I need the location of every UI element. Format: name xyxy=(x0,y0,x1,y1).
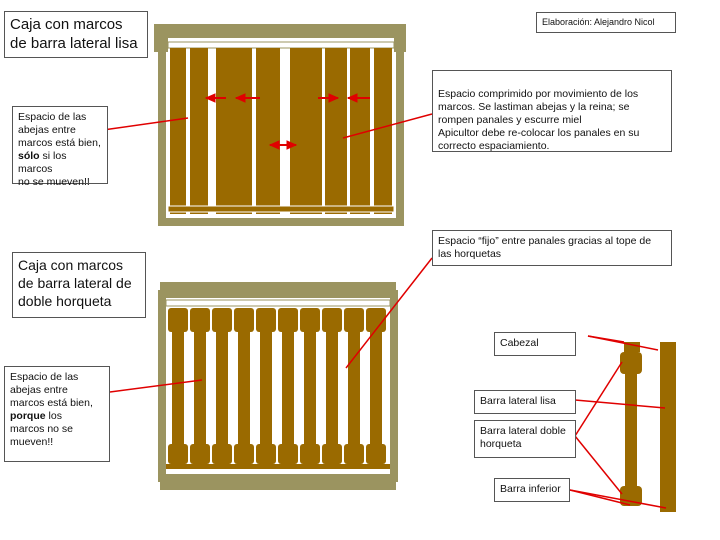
bottom-box xyxy=(158,282,398,490)
bottom-box-bottom-bar xyxy=(166,464,390,469)
fork-frame-10 xyxy=(366,308,386,464)
title-top-text: Caja con marcos de barra lateral lisa xyxy=(10,16,138,52)
top-box-frame-right xyxy=(396,36,404,224)
note-bottom-left-line-4: porque los xyxy=(10,410,104,423)
note-top-left-emph: sólo xyxy=(18,150,40,162)
note-top-left-after: si los marcos xyxy=(18,150,67,175)
credit: Elaboración: Alejandro Nicol xyxy=(536,12,676,33)
top-frame-3 xyxy=(216,48,252,214)
label-barra-lisa: Barra lateral lisa xyxy=(474,390,576,414)
label-cabezal: Cabezal xyxy=(494,332,576,356)
fork-frame-7 xyxy=(300,308,320,464)
title-top: Caja con marcos de barra lateral lisa xyxy=(4,11,148,58)
fork-frame-9 xyxy=(344,308,364,464)
top-box xyxy=(154,24,406,226)
note-bottom-left-emph: porque xyxy=(10,410,46,422)
note-top-right: Espacio comprimido por movimiento de los… xyxy=(432,70,672,152)
fork-frame-2 xyxy=(190,308,210,464)
label-barra-lisa-text: Barra lateral lisa xyxy=(480,395,556,407)
detail-plain-bar xyxy=(660,342,676,512)
note-bottom-left-line-2: abejas entre xyxy=(10,384,68,396)
note-bottom-left-line-5: marcos no se xyxy=(10,423,74,435)
note-top-left-line-5: no se mueven!! xyxy=(18,176,90,188)
top-box-head-bar xyxy=(167,41,395,49)
frame-detail xyxy=(620,342,676,512)
top-box-frame-left xyxy=(158,36,166,224)
fork-frame-3 xyxy=(212,308,232,464)
label-barra-inferior-text: Barra inferior xyxy=(500,483,561,495)
label-barra-doble-text: Barra lateral doble horqueta xyxy=(480,425,566,450)
fork-frame-1 xyxy=(168,308,188,464)
note-bottom-left-line-1: Espacio de las xyxy=(10,371,79,383)
note-bottom-left: Espacio de las abejas entre marcos está … xyxy=(4,366,110,462)
label-barra-inferior: Barra inferior xyxy=(494,478,570,502)
detail-fork-top xyxy=(620,352,642,374)
fork-frame-5 xyxy=(256,308,276,464)
bottom-box-frame-left xyxy=(158,290,166,482)
top-frame-2 xyxy=(190,48,208,214)
label-barra-doble: Barra lateral doble horqueta xyxy=(474,420,576,458)
bottom-box-frame-top xyxy=(160,282,396,298)
fork-frame-6 xyxy=(278,308,298,464)
note-fixed-space-text: Espacio “fijo” entre panales gracias al … xyxy=(438,235,652,260)
note-top-left: Espacio de las abejas entre marcos está … xyxy=(12,106,108,188)
bottom-box-frame-right xyxy=(390,290,398,482)
top-frame-6 xyxy=(325,48,347,214)
top-box-bottom-bar xyxy=(167,205,395,213)
top-frame-4 xyxy=(256,48,280,214)
label-cabezal-text: Cabezal xyxy=(500,337,539,349)
title-bottom-text: Caja con marcos de barra lateral de dobl… xyxy=(18,257,132,309)
detail-bar xyxy=(625,374,637,486)
fork-frame-4 xyxy=(234,308,254,464)
top-frame-1 xyxy=(170,48,186,214)
bottom-box-head-bar xyxy=(165,299,391,307)
fork-frame-8 xyxy=(322,308,342,464)
note-top-left-line-4: sólo si los marcos xyxy=(18,150,102,176)
note-top-left-line-3: marcos está bien, xyxy=(18,137,101,149)
note-bottom-left-after: los xyxy=(48,410,62,422)
top-frame-8 xyxy=(374,48,392,214)
note-fixed-space: Espacio “fijo” entre panales gracias al … xyxy=(432,230,672,266)
note-bottom-left-line-3: marcos está bien, xyxy=(10,397,93,409)
detail-head xyxy=(624,342,640,352)
arrows xyxy=(95,93,667,509)
top-box-frame-bottom xyxy=(158,218,404,226)
title-bottom: Caja con marcos de barra lateral de dobl… xyxy=(12,252,146,318)
note-bottom-left-line-6: mueven!! xyxy=(10,436,54,448)
top-frame-7 xyxy=(350,48,370,214)
note-top-left-line-1: Espacio de las xyxy=(18,111,87,123)
credit-text: Elaboración: Alejandro Nicol xyxy=(542,17,655,27)
top-frame-5 xyxy=(290,48,322,214)
bottom-box-frame-bottom xyxy=(160,474,396,490)
note-top-right-text: Espacio comprimido por movimiento de los… xyxy=(438,88,640,152)
note-top-left-line-2: abejas entre xyxy=(18,124,76,136)
